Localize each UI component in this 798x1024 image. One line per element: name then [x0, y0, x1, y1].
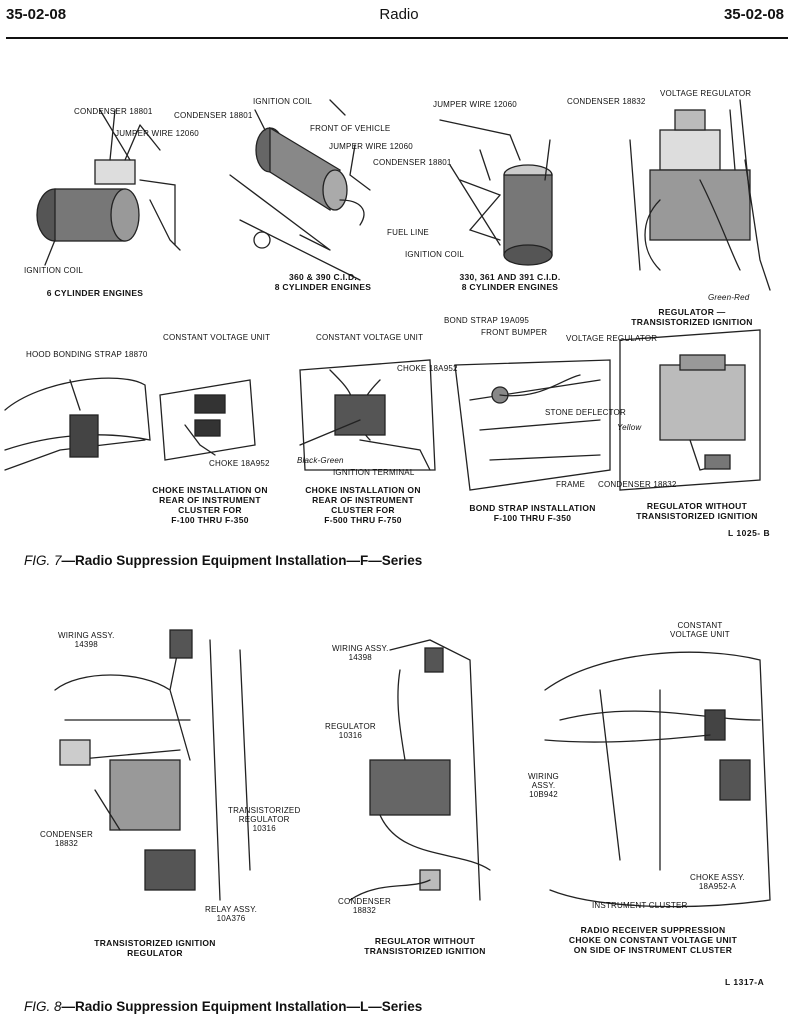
figure-7-caption: FIG. 7—Radio Suppression Equipment Insta…: [24, 553, 422, 568]
regulator-without-trans-l-drawing: [349, 639, 491, 901]
label-voltage-regulator-a: VOLTAGE REGULATOR: [660, 89, 752, 98]
label-condenser-18832-b: CONDENSER 18832: [598, 480, 677, 489]
label-condenser-18801-c: CONDENSER 18801: [373, 158, 452, 167]
figure-8-title: —Radio Suppression Equipment Installatio…: [61, 999, 423, 1014]
caption-regulator-without: REGULATOR WITHOUT TRANSISTORIZED IGNITIO…: [636, 501, 758, 521]
transistorized-ign-regulator-drawing: [54, 629, 251, 901]
label-jumper-wire-c: JUMPER WIRE 12060: [433, 100, 517, 109]
caption-bond-strap: BOND STRAP INSTALLATION F-100 THRU F-350: [469, 503, 596, 523]
label-transistorized-regulator: TRANSISTORIZED REGULATOR 10316: [228, 806, 301, 833]
label-condenser-18832-c: CONDENSER 18832: [40, 830, 93, 848]
caption-330-361-391-v8: 330, 361 AND 391 C.I.D. 8 CYLINDER ENGIN…: [459, 272, 561, 292]
v8-330-coil-drawing: [439, 119, 553, 266]
page-title: Radio: [379, 6, 419, 23]
figure-7-title: —Radio Suppression Equipment Installatio…: [61, 553, 423, 568]
label-condenser-18801-a: CONDENSER 18801: [74, 107, 153, 116]
label-stone-deflector: STONE DEFLECTOR: [545, 408, 626, 417]
caption-360-390-v8: 360 & 390 C.I.D. 8 CYLINDER ENGINES: [274, 272, 372, 292]
label-hood-bonding-strap: HOOD BONDING STRAP 18870: [26, 350, 148, 359]
label-frame: FRAME: [556, 480, 585, 489]
label-constant-voltage-unit-c: CONSTANT VOLTAGE UNIT: [670, 621, 730, 639]
hood-strap-drawing: [4, 377, 151, 471]
figure-8-label: FIG. 8: [24, 999, 62, 1014]
figure-7-label: FIG. 7: [24, 553, 62, 568]
v8-360-coil-drawing: [229, 99, 371, 281]
caption-regulator-without-l: REGULATOR WITHOUT TRANSISTORIZED IGNITIO…: [364, 936, 486, 956]
label-ignition-coil-a: IGNITION COIL: [24, 266, 84, 275]
radio-choke-cluster-drawing: [544, 651, 771, 908]
choke-f100-drawing: [159, 379, 256, 461]
label-voltage-regulator-b: VOLTAGE REGULATOR: [566, 334, 658, 343]
label-ignition-coil-c: IGNITION COIL: [405, 250, 465, 259]
label-wiring-assy-14398-a: WIRING ASSY. 14398: [58, 631, 115, 649]
label-yellow: Yellow: [617, 423, 642, 432]
label-wiring-assy-14398-b: WIRING ASSY. 14398: [332, 644, 389, 662]
label-jumper-wire-a: JUMPER WIRE 12060: [115, 129, 199, 138]
label-regulator-10316: REGULATOR 10316: [325, 722, 376, 740]
bond-strap-drawing: [454, 359, 611, 491]
section-number-left: 35-02-08: [6, 6, 67, 23]
label-constant-voltage-unit-b: CONSTANT VOLTAGE UNIT: [316, 333, 424, 342]
figure-8-code: L 1317-A: [725, 977, 765, 987]
figure-8-caption: FIG. 8—Radio Suppression Equipment Insta…: [24, 999, 422, 1014]
label-relay-assy: RELAY ASSY. 10A376: [205, 905, 258, 923]
label-front-bumper: FRONT BUMPER: [481, 328, 548, 337]
section-number-right: 35-02-08: [723, 6, 784, 23]
label-jumper-wire-b: JUMPER WIRE 12060: [329, 142, 413, 151]
caption-choke-f500: CHOKE INSTALLATION ON REAR OF INSTRUMENT…: [305, 485, 421, 525]
label-choke-18a952-b: CHOKE 18A952: [397, 364, 458, 373]
label-bond-strap: BOND STRAP 19A095: [444, 316, 530, 325]
label-condenser-18832-d: CONDENSER 18832: [338, 897, 391, 915]
six-cylinder-coil-drawing: [36, 109, 181, 266]
label-ignition-coil-b: IGNITION COIL: [253, 97, 313, 106]
label-choke-18a952-a: CHOKE 18A952: [209, 459, 270, 468]
label-front-of-vehicle: FRONT OF VEHICLE: [310, 124, 391, 133]
caption-6-cylinder: 6 CYLINDER ENGINES: [46, 288, 144, 298]
label-instrument-cluster: INSTRUMENT CLUSTER: [592, 901, 688, 910]
figure-7-code: L 1025- B: [728, 528, 771, 538]
caption-transistorized-ign-regulator: TRANSISTORIZED IGNITION REGULATOR: [94, 938, 216, 958]
label-black-green: Black-Green: [297, 456, 344, 465]
label-condenser-18801-b: CONDENSER 18801: [174, 111, 253, 120]
label-green-red: Green-Red: [708, 293, 750, 302]
regulator-transistorized-drawing: [629, 99, 771, 291]
label-constant-voltage-unit-a: CONSTANT VOLTAGE UNIT: [163, 333, 271, 342]
label-condenser-18832-a: CONDENSER 18832: [567, 97, 646, 106]
caption-choke-f100: CHOKE INSTALLATION ON REAR OF INSTRUMENT…: [152, 485, 268, 525]
label-wiring-assy-10b942: WIRING ASSY. 10B942: [528, 772, 559, 799]
label-choke-assy: CHOKE ASSY. 18A952-A: [690, 873, 745, 891]
label-fuel-line: FUEL LINE: [387, 228, 429, 237]
choke-f500-drawing: [299, 359, 436, 471]
caption-radio-receiver-choke: RADIO RECEIVER SUPPRESSION CHOKE ON CONS…: [568, 925, 738, 955]
regulator-without-trans-drawing: [619, 329, 761, 491]
header-rule: [6, 37, 788, 39]
caption-regulator-transistorized: REGULATOR — TRANSISTORIZED IGNITION: [631, 307, 753, 327]
label-ignition-terminal: IGNITION TERMINAL: [333, 468, 415, 477]
